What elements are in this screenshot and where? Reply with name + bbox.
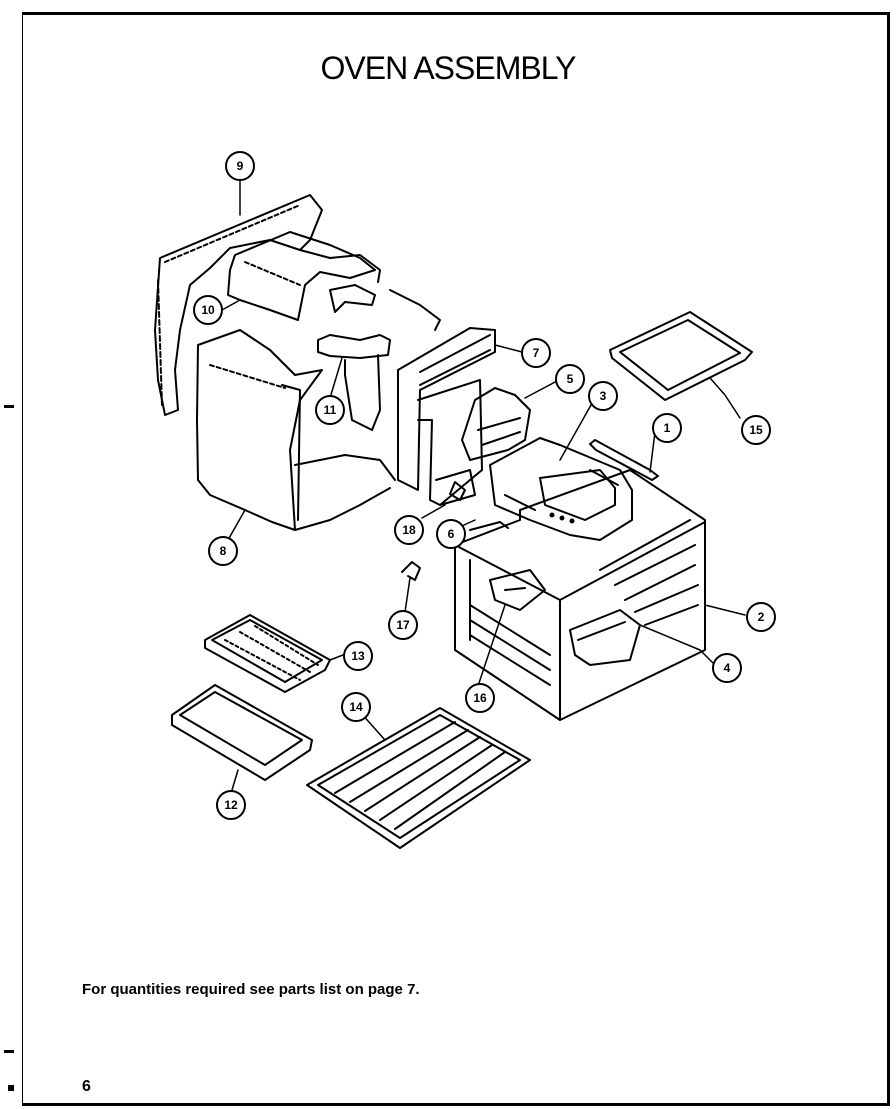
parts-list-note: For quantities required see parts list o… <box>82 981 420 998</box>
callout-10-label: 10 <box>201 303 215 317</box>
callout-11-label: 11 <box>324 403 337 417</box>
scan-mark <box>4 405 14 408</box>
callout-18: 18 <box>394 515 424 545</box>
callout-15-label: 15 <box>749 423 763 437</box>
callout-14-label: 14 <box>349 700 363 714</box>
scan-mark <box>4 1050 14 1053</box>
part-13-grid <box>204 614 331 693</box>
leader-lines <box>221 179 746 791</box>
callout-11: 11 <box>315 395 345 425</box>
callout-9-label: 9 <box>237 159 244 173</box>
callout-12: 12 <box>216 790 246 820</box>
callout-9: 9 <box>225 151 255 181</box>
callout-6: 6 <box>436 519 466 549</box>
callout-13: 13 <box>343 641 373 671</box>
callout-14: 14 <box>341 692 371 722</box>
part-11-side-insulation <box>317 334 391 431</box>
callout-3: 3 <box>588 381 618 411</box>
callout-17-label: 17 <box>396 618 410 632</box>
part-10-top-insulation <box>227 231 376 321</box>
callout-2: 2 <box>746 602 776 632</box>
callout-3-label: 3 <box>600 389 607 403</box>
callout-15: 15 <box>741 415 771 445</box>
part-15-pan-insert <box>609 311 753 401</box>
callout-12-label: 12 <box>224 798 238 812</box>
part-6-cover <box>469 521 509 531</box>
page-frame <box>22 12 890 1106</box>
scan-mark <box>8 1085 14 1091</box>
callout-4: 4 <box>712 653 742 683</box>
callouts: 9 10 11 8 7 5 3 1 15 18 6 2 4 17 13 16 1… <box>193 151 776 820</box>
callout-17: 17 <box>388 610 418 640</box>
part-2-oven-cavity <box>454 469 706 721</box>
part-8-main-insulation <box>196 329 396 531</box>
part-17-clip <box>401 561 421 581</box>
part-9-rear-insulation <box>154 194 441 416</box>
callout-16-label: 16 <box>473 691 487 705</box>
callout-5: 5 <box>555 364 585 394</box>
part-7-rear-panel <box>397 327 496 506</box>
callout-16: 16 <box>465 683 495 713</box>
part-14-rack <box>306 707 531 849</box>
callout-1-label: 1 <box>664 421 671 435</box>
callout-13-label: 13 <box>351 649 365 663</box>
part-5-baffle <box>461 387 531 461</box>
callout-10: 10 <box>193 295 223 325</box>
callout-7-label: 7 <box>533 346 540 360</box>
callout-18-label: 18 <box>402 523 416 537</box>
page-title: OVEN ASSEMBLY <box>320 50 577 86</box>
callout-8-label: 8 <box>220 544 227 558</box>
callout-8: 8 <box>208 536 238 566</box>
callout-5-label: 5 <box>567 372 574 386</box>
callout-4-label: 4 <box>724 661 731 675</box>
callout-6-label: 6 <box>448 527 455 541</box>
part-3-burner <box>489 437 633 541</box>
part-12-pan <box>171 684 313 781</box>
part-4-broiler-pan <box>569 609 641 666</box>
callout-2-label: 2 <box>758 610 765 624</box>
page-number: 6 <box>82 1078 91 1095</box>
callout-1: 1 <box>652 413 682 443</box>
callout-7: 7 <box>521 338 551 368</box>
